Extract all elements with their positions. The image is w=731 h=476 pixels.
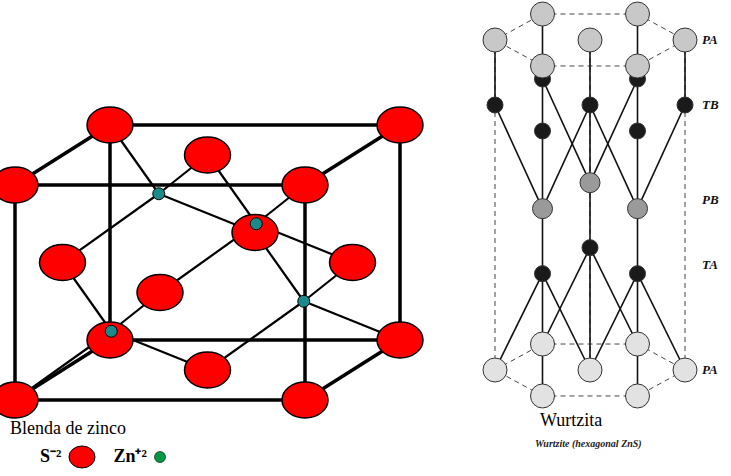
wurtzite-atom — [483, 358, 507, 382]
wurtzite-atom — [673, 28, 697, 52]
cube-edge — [303, 185, 307, 400]
cube-edge — [110, 338, 400, 342]
bond-line — [590, 105, 638, 209]
sulfur-atom — [87, 322, 133, 358]
legend-swatch — [153, 450, 167, 464]
zinc-atom — [105, 325, 117, 337]
zinc-blende-cell — [0, 107, 423, 418]
sulfur-atom — [282, 167, 328, 203]
wurtzite-atom — [578, 28, 602, 52]
sulfur-atom — [40, 245, 86, 281]
wurtzite-atom — [531, 54, 555, 78]
bond-line — [543, 274, 591, 370]
layer-label: PB — [702, 192, 719, 208]
wurtzite-atom — [626, 54, 650, 78]
wurtzite-atom — [630, 123, 646, 139]
cell-outline — [495, 40, 496, 370]
wurtzite-atom — [535, 266, 551, 282]
sulfur-atom — [87, 107, 133, 143]
legend-swatch — [154, 452, 165, 463]
cell-outline — [543, 395, 638, 396]
sulfur-atom — [0, 382, 38, 418]
bond-line — [495, 105, 543, 209]
zinc-atom — [153, 188, 165, 200]
cell-outline — [685, 40, 686, 370]
cube-edge — [13, 185, 17, 400]
cell-outline — [590, 40, 591, 370]
wurtzite-atom — [487, 97, 503, 113]
cube-edge — [15, 398, 305, 402]
layer-label: TB — [702, 97, 719, 113]
bond-line — [638, 105, 686, 209]
legend-swatch — [69, 446, 95, 468]
legend-text: Zn⁺² — [113, 443, 146, 467]
bond-line — [589, 105, 591, 183]
bond-line — [495, 274, 543, 370]
wurtzite-atom — [533, 199, 553, 219]
structure-name: Blenda de zinco — [10, 418, 126, 439]
wurtzite-atom — [578, 358, 602, 382]
wurtzite-atom — [673, 358, 697, 382]
bond-line — [590, 248, 638, 344]
sulfur-atom — [137, 275, 183, 311]
zinc-atom — [250, 218, 262, 230]
bond-line — [543, 105, 591, 209]
bond-line — [589, 248, 591, 370]
wurtzite-atom — [483, 28, 507, 52]
cube-edge — [15, 183, 305, 187]
cube-edge — [110, 123, 400, 127]
sulfur-atom — [377, 107, 423, 143]
wurtzite-atom — [628, 199, 648, 219]
zinc-atom — [298, 295, 310, 307]
wurtzite-atom — [531, 384, 555, 408]
cube-edge — [398, 125, 402, 340]
wurtzite-atom — [630, 266, 646, 282]
bond-line — [542, 131, 544, 209]
bond-line — [637, 131, 639, 209]
wurtzite-atom — [531, 332, 555, 356]
bond-line — [638, 274, 686, 370]
sulfur-atom — [185, 137, 231, 173]
wurtzite-atom — [531, 2, 555, 26]
wurtzite-atom — [626, 332, 650, 356]
wurtzite-atom — [535, 123, 551, 139]
legend-text: S⁻² — [40, 443, 61, 467]
wurtzite-atom — [626, 2, 650, 26]
wurtzite-atom — [582, 240, 598, 256]
layer-label: PA — [702, 362, 718, 378]
cell-outline — [543, 14, 638, 15]
wurtzite-cell — [483, 2, 697, 408]
bond-line — [590, 274, 638, 370]
legend-swatch — [67, 444, 97, 470]
bond-line — [543, 248, 591, 344]
wurtzite-atom — [582, 97, 598, 113]
figure-caption: Wurtzite (hexagonal ZnS) — [535, 438, 642, 449]
sulfur-atom — [282, 382, 328, 418]
cube-edge — [108, 125, 112, 340]
wurtzite-atom — [677, 97, 693, 113]
sulfur-atom — [377, 322, 423, 358]
sulfur-atom — [232, 215, 278, 251]
wurtzite-atom — [580, 173, 600, 193]
wurtzite-atom — [626, 384, 650, 408]
sulfur-atom — [330, 245, 376, 281]
sulfur-atom — [0, 167, 38, 203]
layer-label: TA — [702, 257, 718, 273]
structure-name: Wurtzita — [540, 410, 602, 431]
layer-label: PA — [702, 32, 718, 48]
sulfur-atom — [185, 352, 231, 388]
